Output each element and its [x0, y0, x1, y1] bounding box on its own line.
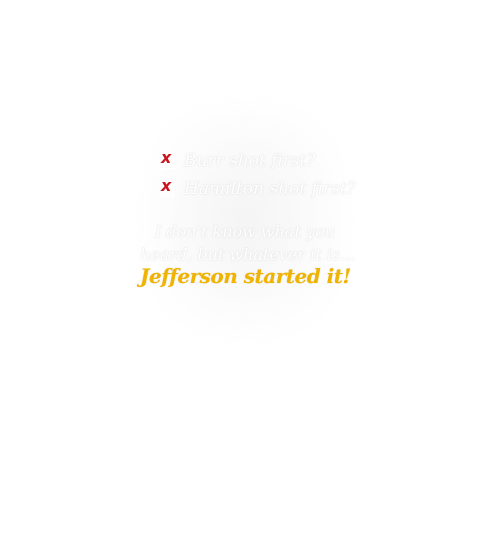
- statement-line-2: heard, but whatever it is...: [140, 245, 356, 264]
- checklist-item-text: Burr shot first?: [184, 151, 316, 171]
- punchline-text: Jefferson started it!: [140, 264, 351, 288]
- checklist-item-text: Hamilton shot first?: [184, 179, 356, 199]
- x-mark-icon: x: [161, 176, 172, 195]
- checklist-item-burr: x Burr shot first?: [158, 148, 315, 174]
- checkbox-icon: x: [158, 148, 174, 169]
- statement-line-1: I don't know what you: [155, 222, 335, 241]
- shirt-design: x Burr shot first? x Hamilton shot first…: [140, 100, 356, 340]
- statement-text: I don't know what you heard, but whateve…: [140, 220, 356, 266]
- background-glow: [140, 100, 350, 340]
- checklist-item-hamilton: x Hamilton shot first?: [158, 176, 356, 202]
- x-mark-icon: x: [161, 148, 172, 167]
- checkbox-icon: x: [158, 176, 174, 197]
